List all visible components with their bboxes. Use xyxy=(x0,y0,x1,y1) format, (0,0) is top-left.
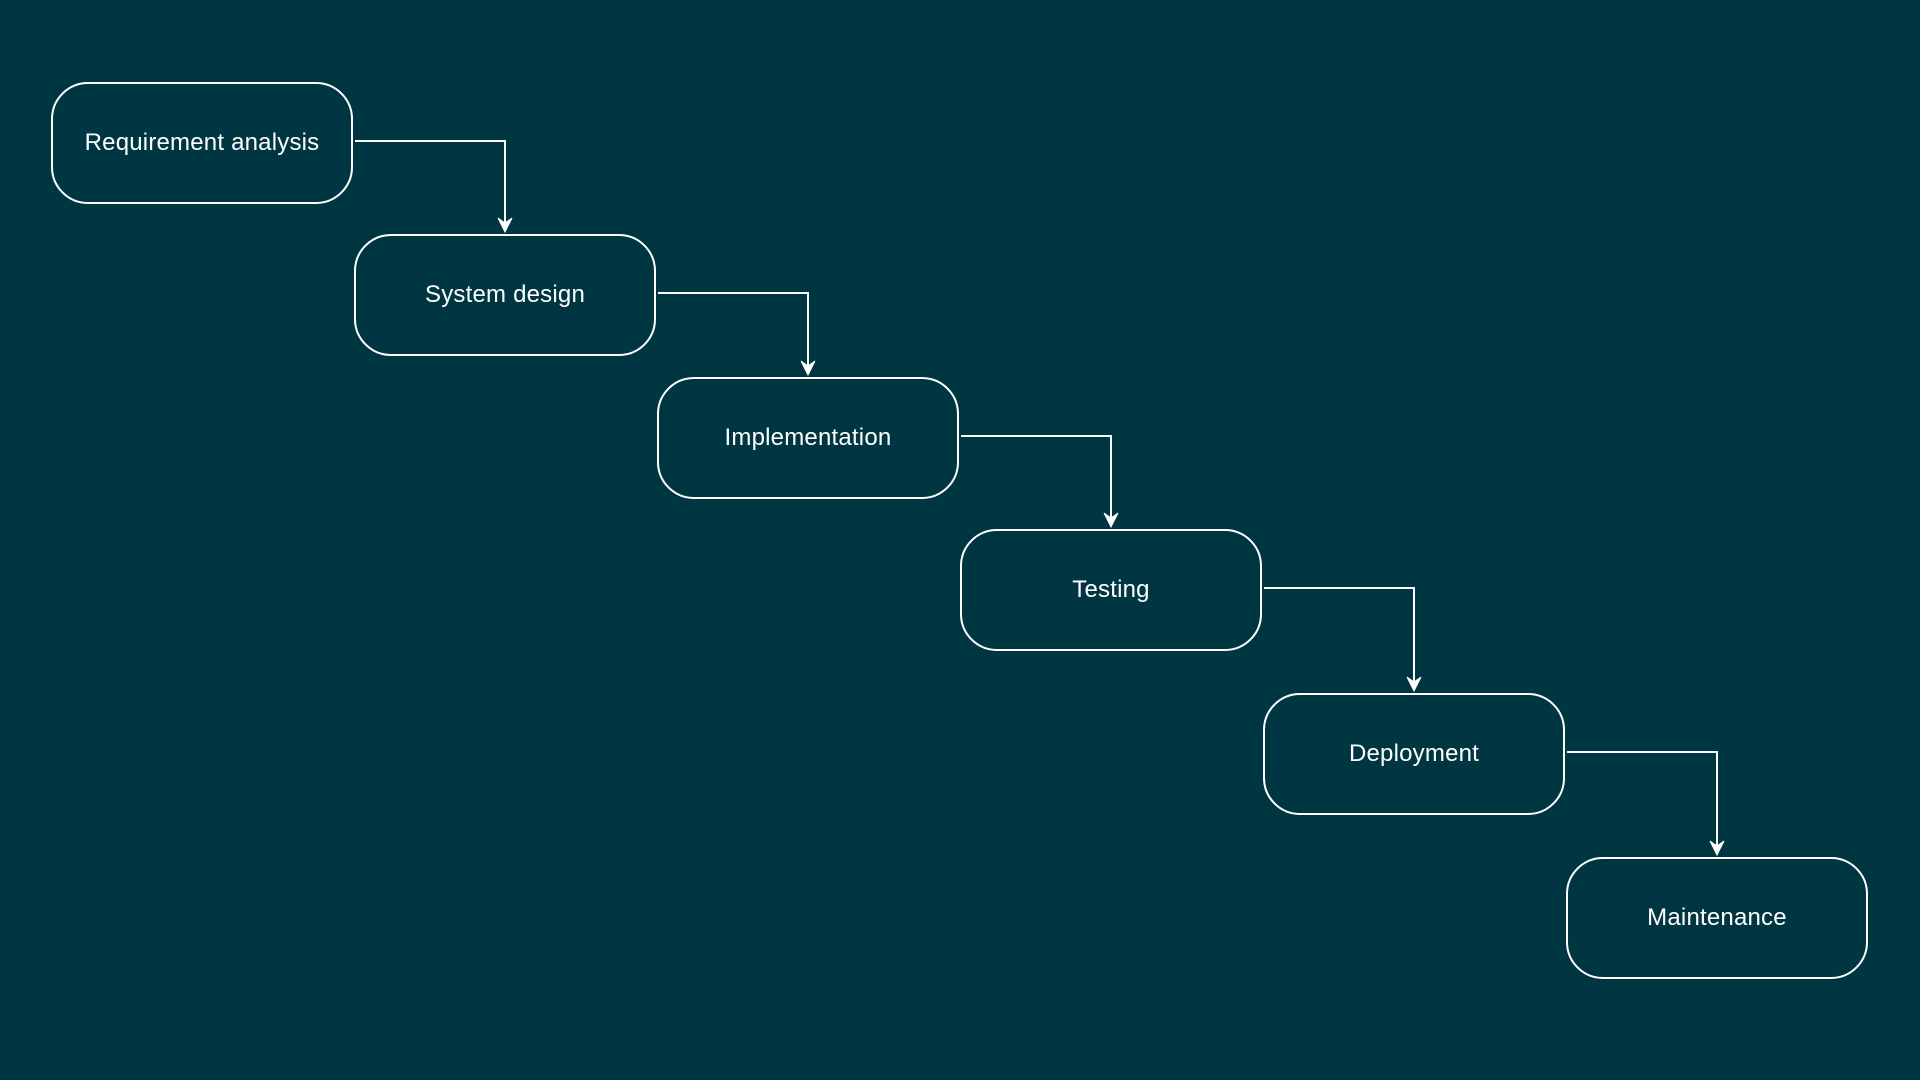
arrow-down-icon xyxy=(1103,512,1119,529)
arrow-down-icon xyxy=(800,360,816,377)
arrow-down-icon xyxy=(1709,840,1725,857)
connector-line xyxy=(1567,751,1718,847)
arrow-down-icon xyxy=(497,217,513,234)
step-requirement-analysis[interactable]: Requirement analysis xyxy=(51,82,353,204)
step-testing[interactable]: Testing xyxy=(960,529,1262,651)
connector-line xyxy=(658,292,809,367)
step-system-design[interactable]: System design xyxy=(354,234,656,356)
step-maintenance[interactable]: Maintenance xyxy=(1566,857,1868,979)
step-implementation[interactable]: Implementation xyxy=(657,377,959,499)
step-deployment[interactable]: Deployment xyxy=(1263,693,1565,815)
arrow-down-icon xyxy=(1406,676,1422,693)
connector-line xyxy=(1264,587,1415,683)
connector-line xyxy=(961,435,1112,519)
connector-line xyxy=(355,140,506,224)
